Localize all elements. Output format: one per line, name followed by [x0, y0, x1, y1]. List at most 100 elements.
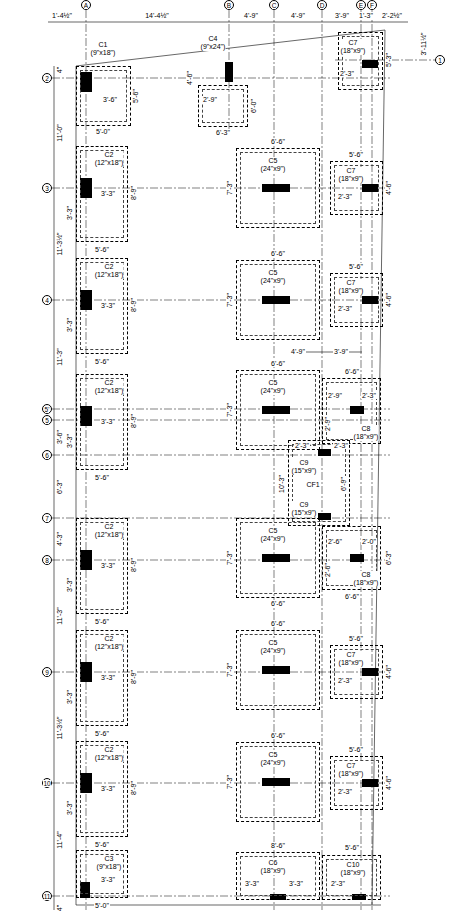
dimension: 5'-6" [94, 358, 110, 366]
dimension-text: 3'-3" [100, 302, 116, 309]
footing: C5(24"x9") [236, 370, 320, 450]
dimension: 1'-3" [358, 12, 374, 20]
column-mark: C5 [261, 639, 286, 647]
dimension-text: 3'-3" [100, 876, 116, 883]
dimension-text: 6'-6" [270, 360, 286, 367]
footing: C5(24"x9") [236, 742, 320, 822]
dimension-text: 3'-11½" [420, 31, 427, 56]
dimension: 5'-6" [344, 844, 360, 852]
column-mark: C2 [95, 523, 124, 531]
dimension: 5'-6" [348, 263, 364, 271]
column-mark: C9 [292, 501, 317, 509]
dimension: 2'-3" [337, 305, 353, 313]
dimension: 5'-6" [94, 618, 110, 626]
dimension: 8'-9" [130, 413, 138, 429]
dimension-text: 5'-6" [132, 88, 139, 104]
dimension: 5'-6" [94, 246, 110, 254]
dimension: 3'-11½" [420, 31, 428, 56]
footing-tag: C2(12"x18") [95, 746, 124, 762]
dimension: 7'-3" [226, 662, 234, 678]
dimension: 11'-3" [56, 347, 64, 366]
column-size: (24"x9") [261, 647, 286, 655]
grid-bubble: 9 [42, 667, 52, 677]
dimension: 6'-6" [270, 250, 286, 258]
footing-tag: C7(18"x9") [339, 167, 364, 183]
footing: C8(18"x9") [322, 526, 381, 590]
dimension: 7'-3" [226, 550, 234, 566]
dimension: 2'-3" [330, 880, 346, 888]
dimension: 4'-3" [56, 531, 64, 547]
dimension: 3'-3" [100, 302, 116, 310]
dimension: 5'-6" [94, 730, 110, 738]
dimension: 7'-3" [226, 180, 234, 196]
dimension: 6'-6" [270, 732, 286, 740]
dimension-text: 8'-9" [130, 780, 137, 796]
dimension: 6'-6" [270, 360, 286, 368]
dimension-text: 6'-6" [344, 368, 360, 375]
dimension: 4'-6" [385, 664, 393, 680]
dimension-text: 3'-9" [333, 348, 349, 355]
dimension-text: 11'-3½" [56, 715, 63, 740]
grid-label: B [227, 2, 231, 9]
dimension-text: 1'-4½" [51, 12, 73, 19]
dimension: 3'-3" [100, 418, 116, 426]
footing-tag: C9(15"x9") [292, 459, 317, 475]
dimension: 4" [56, 904, 64, 912]
footing-tag: C3(9"x18") [97, 855, 122, 871]
footing-tag: C6(18"x9") [261, 859, 286, 875]
dimension-text: 2'-3" [337, 305, 353, 312]
dimension-text: 3'-3" [66, 800, 73, 816]
dimension: 6'-6" [270, 620, 286, 628]
footing-tag: C9(15"x9") [292, 501, 317, 517]
dimension-text: 5'-6" [94, 246, 110, 253]
dimension: 3'-3" [100, 785, 116, 793]
dimension: 4" [56, 66, 64, 74]
grid-bubble: 10 [42, 778, 52, 788]
dimension: 4'-9" [243, 12, 259, 20]
grid-bubble: 1 [435, 55, 445, 65]
footing-tag: C4(9"x24") [201, 35, 226, 51]
dimension-text: 3'-3" [66, 577, 73, 593]
column-mark: C5 [261, 527, 286, 535]
dimension: 5'-6" [132, 88, 140, 104]
dimension: 2'-6" [324, 562, 332, 578]
footing: C5(24"x9") [236, 630, 320, 710]
dimension: 6'-6" [270, 138, 286, 146]
grid-bubble: 7 [42, 513, 52, 523]
dimension-text: 6'-6" [270, 138, 286, 145]
dimension: 8'-9" [130, 185, 138, 201]
dimension-text: 4'-6" [385, 180, 392, 196]
column-mark: C1 [91, 41, 116, 49]
column-size: (9"x18") [97, 863, 122, 871]
footing-tag: C10(18"x9") [341, 861, 366, 877]
dimension: 2'-3" [294, 442, 310, 450]
dimension-text: 11'-3" [56, 347, 63, 366]
dimension: 3'-3" [288, 880, 304, 888]
footing: C5(24"x9") [236, 148, 320, 228]
footing-tag: C1(9"x18") [91, 41, 116, 57]
grid-bubble: B [224, 0, 234, 10]
footing-tag: C2(12"x18") [95, 635, 124, 651]
dimension-text: 2'-3" [330, 880, 346, 887]
dimension-text: 3'-3" [66, 205, 73, 221]
dimension: 4'-6" [186, 70, 194, 86]
column [80, 60, 378, 900]
column-mark: C5 [261, 269, 286, 277]
dimension: 2'-3" [339, 70, 355, 78]
dimension: 11'-3" [56, 606, 64, 625]
dimension-text: 5'-6" [94, 474, 110, 481]
dimension: 3'-9" [334, 12, 350, 20]
column-size: (24"x9") [261, 165, 286, 173]
column-size: (18"x9") [339, 175, 364, 183]
grid-label: F [370, 2, 374, 9]
column-mark: C5 [261, 751, 286, 759]
column-mark: CF1 [306, 481, 319, 489]
dimension-text: 4'-6" [385, 292, 392, 308]
footing-inner-outline [202, 89, 244, 123]
column-mark: C5 [261, 379, 286, 387]
footing-tag: C5(24"x9") [261, 269, 286, 285]
dimension: 4'-9" [290, 348, 306, 356]
footing-tag: C5(24"x9") [261, 379, 286, 395]
dimension-text: 4'-6" [186, 70, 193, 86]
dimension-text: 2'-3" [337, 677, 353, 684]
